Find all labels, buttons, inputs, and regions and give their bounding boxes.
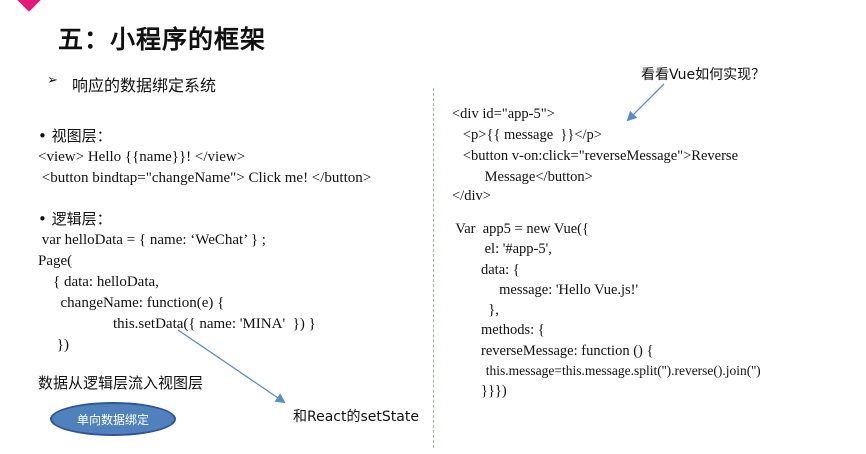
flow-note: 数据从逻辑层流入视图层 — [38, 374, 204, 392]
vue-js-line: reverseMessage: function () { — [452, 343, 654, 359]
view-code-line: <view> Hello {{name}}! </view> — [38, 149, 246, 165]
logic-code-line: changeName: function(e) { — [38, 295, 225, 311]
vue-js-line: el: '#app-5', — [452, 241, 552, 257]
vue-html-line: <p>{{ message }}</p> — [452, 127, 602, 143]
vue-html-line: Message</button> — [452, 169, 593, 185]
logic-code-line: }) — [38, 337, 69, 353]
logic-code-line: { data: helloData, — [38, 274, 159, 290]
oneway-binding-badge: 单向数据绑定 — [50, 402, 176, 436]
vue-html-line: <div id="app-5"> — [452, 106, 555, 122]
subtitle-bullet: ➢ — [47, 73, 58, 88]
logic-code-line: var helloData = { name: ‘WeChat’ } ; — [38, 232, 266, 248]
logic-code-line: this.setData({ name: 'MINA' }) } — [38, 316, 316, 332]
slide-title: 五：小程序的框架 — [58, 25, 267, 54]
view-layer-heading: • 视图层： — [38, 127, 112, 145]
vue-question: 看看Vue如何实现？ — [641, 67, 766, 83]
react-setstate-note: 和React的setState — [293, 409, 419, 425]
column-divider — [433, 88, 434, 448]
vue-js-line: methods: { — [452, 322, 545, 338]
view-code-line: <button bindtap="changeName"> Click me! … — [38, 170, 372, 186]
slide-accent-mark — [16, 0, 42, 12]
logic-code-line: Page( — [38, 253, 73, 269]
vue-html-line: </div> — [452, 188, 491, 204]
vue-question-arrow — [626, 83, 665, 122]
slide-subtitle: 响应的数据绑定系统 — [72, 76, 217, 95]
vue-js-line: data: { — [452, 262, 520, 278]
vue-html-line: <button v-on:click="reverseMessage">Reve… — [452, 148, 739, 164]
vue-js-line: this.message=this.message.split('').reve… — [452, 363, 761, 378]
logic-layer-heading: • 逻辑层： — [38, 210, 112, 228]
vue-js-line: Var app5 = new Vue({ — [452, 221, 589, 237]
vue-js-line: }}}) — [452, 383, 507, 399]
vue-js-line: }, — [452, 302, 499, 318]
vue-js-line: message: 'Hello Vue.js!' — [452, 282, 639, 298]
